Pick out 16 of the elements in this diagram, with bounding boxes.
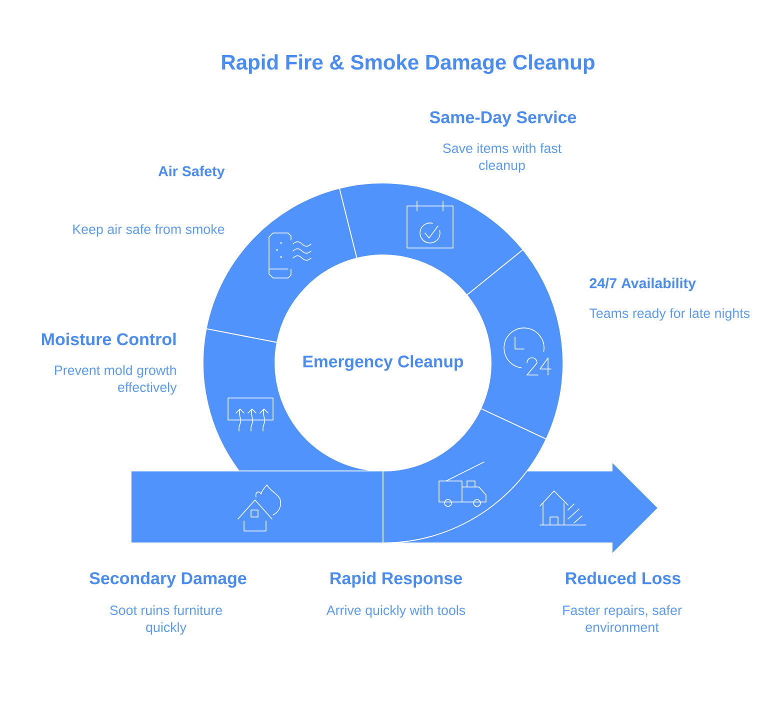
- description: Prevent mold growth effectively: [55, 365, 177, 395]
- heading: Secondary Damage: [90, 572, 246, 588]
- description: Save items with fast cleanup: [443, 143, 562, 173]
- description: Arrive quickly with tools: [326, 605, 466, 618]
- heading: 24/7 Availability: [590, 278, 696, 292]
- description: Teams ready for late nights: [590, 308, 750, 321]
- description: Soot ruins furniture quickly: [110, 605, 222, 635]
- heading: Rapid Response: [330, 572, 462, 588]
- heading: Same-Day Service: [430, 110, 576, 127]
- heading: Air Safety: [158, 166, 225, 180]
- description: Faster repairs, safer environment: [563, 605, 682, 632]
- description: Keep air safe from smoke: [73, 224, 224, 237]
- heading: Moisture Control: [42, 332, 176, 346]
- node-label: Emergency Cleanup: [303, 355, 464, 371]
- heading: Reduced Loss: [566, 572, 680, 584]
- title: Rapid Fire & Smoke Damage Cleanup: [222, 54, 594, 74]
